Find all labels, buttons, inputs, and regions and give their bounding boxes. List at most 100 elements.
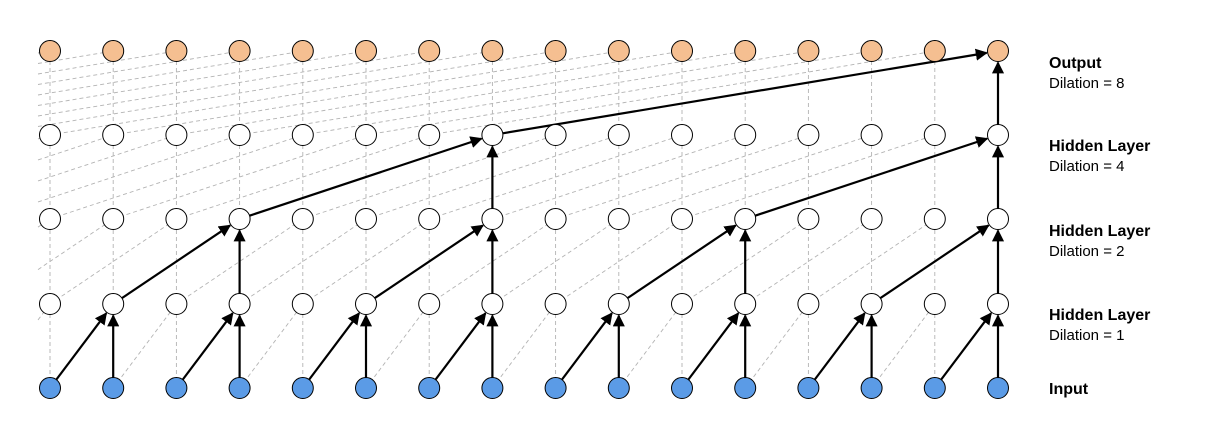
guide-line-diagonal [37,134,114,161]
output-node [987,40,1009,62]
guide-line-diagonal [429,134,683,220]
guide-line-diagonal [492,218,620,305]
hidden3-node [481,124,504,146]
output-node [860,40,883,62]
hidden1-node [481,293,504,315]
hidden3-node [291,124,314,146]
hidden1-node [355,293,377,315]
input-node [860,377,883,399]
connection-arrow [687,312,740,381]
hidden2-node [165,208,188,230]
guide-line-diagonal [37,50,303,96]
guide-line-diagonal [492,134,746,220]
hidden2-node [102,208,125,230]
connection-arrows [55,48,1005,381]
hidden3-node [671,124,693,146]
guide-line-diagonal [744,218,872,305]
label-hidden-layer-3: Hidden Layer Dilation = 4 [1049,137,1150,177]
guide-line-diagonal [618,303,683,389]
hidden3-node [607,124,630,146]
hidden3-node [39,124,61,146]
guide-line-diagonal [555,218,683,305]
output-node [734,40,757,62]
hidden2-node [797,208,820,230]
guide-line-diagonal [428,218,556,305]
hidden1-node [987,293,1009,315]
output-node [355,40,377,62]
guide-line-diagonal [176,50,683,136]
input-node [39,377,61,399]
guide-line-diagonal [113,50,619,136]
hidden3-node [102,124,125,146]
guide-line-diagonal [37,50,493,127]
hidden1-node [39,293,61,315]
guide-line-diagonal [302,50,809,136]
input-node [987,377,1009,399]
network-nodes [39,40,1009,399]
guide-line-diagonal [239,218,367,305]
connection-arrow [181,312,234,381]
guide-line-diagonal [37,50,240,85]
label-input: Input [1049,380,1088,400]
hidden2-node [228,208,251,230]
output-node [607,40,630,62]
guide-line-diagonal [113,134,367,220]
guide-line-diagonal [302,134,556,220]
connection-arrow [55,312,108,381]
input-node [418,377,441,399]
guide-line-diagonal [37,134,240,203]
input-node [165,377,188,399]
hidden3-node [860,124,883,146]
hidden3-node [734,124,757,146]
hidden1-node [607,293,630,315]
hidden1-node [671,293,693,315]
connection-arrow [249,136,483,217]
guide-line-diagonal [365,50,872,136]
guide-line-diagonal [176,218,304,305]
hidden2-node [544,208,567,230]
guide-line-diagonal [49,134,303,220]
hidden3-node [544,124,567,146]
connection-arrow [434,312,487,381]
guide-line-diagonal [429,50,935,136]
hidden1-node [291,293,314,315]
hidden3-node [923,124,946,146]
guide-line-diagonal [37,50,367,106]
guide-line-diagonal [37,218,114,270]
guide-line-diagonal [744,303,809,389]
hidden1-node [734,293,757,315]
hidden2-node [734,208,757,230]
layer-name-hidden-3: Hidden Layer [1049,138,1151,155]
dilated-convolution-diagram [37,40,1009,399]
output-node [418,40,441,62]
output-node [797,40,820,62]
guide-line-diagonal [871,303,936,389]
input-node [734,377,757,399]
input-node [481,377,504,399]
connection-arrow [121,224,232,300]
hidden1-node [797,293,820,315]
hidden2-node [39,208,61,230]
connection-arrow [754,136,989,217]
guide-line-diagonal [239,303,304,389]
hidden3-node [165,124,188,146]
hidden1-node [923,293,946,315]
connection-arrow [940,312,992,381]
hidden2-node [860,208,883,230]
layer-name-input: Input [1049,381,1089,398]
hidden1-node [860,293,883,315]
layer-dilation-hidden-3: Dilation = 4 [1049,158,1125,175]
input-node [923,377,946,399]
hidden2-node [671,208,693,230]
input-node [797,377,820,399]
hidden3-node [987,124,1009,146]
hidden1-node [102,293,125,315]
layer-name-hidden-1: Hidden Layer [1049,307,1151,324]
hidden2-node [418,208,441,230]
output-node [165,40,188,62]
hidden3-node [228,124,251,146]
label-hidden-layer-1: Hidden Layer Dilation = 1 [1049,306,1150,346]
output-node [291,40,314,62]
guide-line-diagonal [37,50,430,117]
input-node [355,377,377,399]
